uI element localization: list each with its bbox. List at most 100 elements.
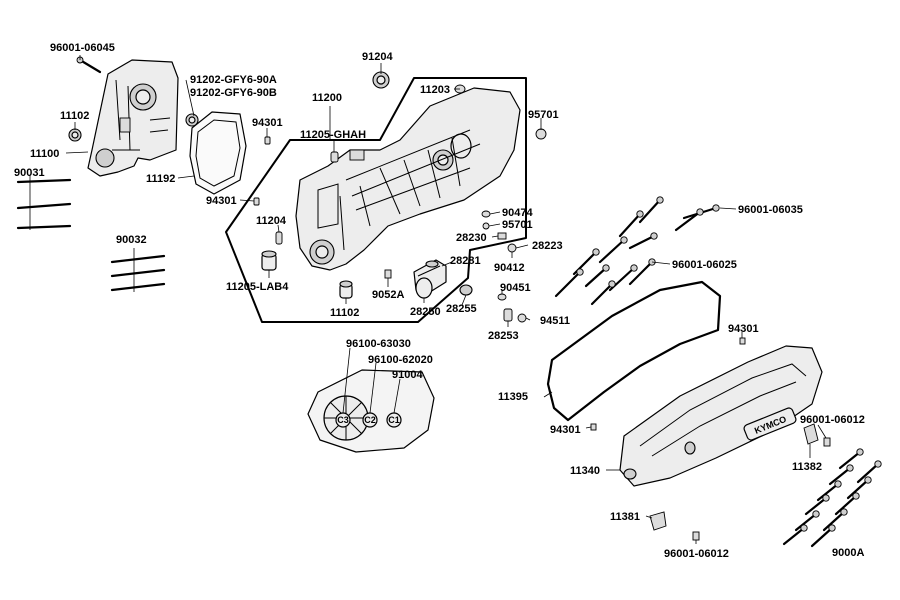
bolt-group-9000a <box>782 448 882 548</box>
callout-28230: 28230 <box>456 232 487 244</box>
pin-11204 <box>275 231 283 245</box>
callout-11100: 11100 <box>30 148 59 160</box>
callout-9000a: 9000A <box>832 547 864 559</box>
callout-11395: 11395 <box>498 391 528 403</box>
bolt-9000a <box>846 476 872 500</box>
callout-11382: 11382 <box>792 461 822 473</box>
bolt-96001-06012-a <box>823 437 831 447</box>
callout-90451: 90451 <box>500 282 531 294</box>
dowel-94301-d <box>590 423 597 431</box>
bracket-11382 <box>803 423 819 445</box>
callout-11203: 11203 <box>420 84 450 96</box>
callout-90474: 90474 <box>502 207 533 219</box>
callout-11204: 11204 <box>256 215 287 227</box>
callout-91004: 91004 <box>392 369 423 381</box>
bushing-11205-lab4 <box>261 250 277 271</box>
bolt-group-96001-06025 <box>554 232 658 306</box>
pin-28253 <box>503 308 513 322</box>
stud-bolts-90032 <box>110 254 166 292</box>
bolt-9000a <box>810 524 836 548</box>
bolt-06035 <box>674 208 704 232</box>
washer-90451 <box>497 293 507 301</box>
bolt-06025 <box>598 236 628 264</box>
callout-28281: 28281 <box>450 255 481 267</box>
washer-90474 <box>481 210 491 218</box>
bolt-9000a <box>822 508 848 532</box>
bolt-96001-06012-b <box>692 531 700 541</box>
callout-96001-06045: 96001-06045 <box>50 42 115 54</box>
callout-95701-upper: 95701 <box>528 109 559 121</box>
bolt-06035 <box>638 196 664 224</box>
bolt-9000a <box>838 448 864 470</box>
gasket-11192 <box>189 111 247 195</box>
callout-96001-06012-a: 96001-06012 <box>800 414 865 426</box>
callout-90032: 90032 <box>116 234 147 246</box>
callout-96001-06035: 96001-06035 <box>738 204 803 216</box>
dowel-11205-ghah <box>330 151 339 163</box>
callout-91204: 91204 <box>362 51 393 63</box>
callout-9052a: 9052A <box>372 289 404 301</box>
part-28230 <box>497 232 507 240</box>
seal-28255 <box>459 284 473 296</box>
bolt-9000a <box>804 494 830 516</box>
callout-94301-b: 94301 <box>206 195 237 207</box>
callout-11381: 11381 <box>610 511 640 523</box>
callout-28253: 28253 <box>488 330 519 342</box>
callout-11102-upper: 11102 <box>60 110 89 122</box>
callout-94301-c: 94301 <box>728 323 759 335</box>
bolt-06025 <box>554 268 584 298</box>
bolt-9000a <box>782 524 808 546</box>
bolt-tightening-inset: C3 C2 C1 <box>307 369 435 453</box>
left-crankcase-half <box>87 59 179 177</box>
callout-28250: 28250 <box>410 306 441 318</box>
bolt-96001-06045 <box>76 56 102 74</box>
callout-96001-06012-b: 96001-06012 <box>664 548 729 560</box>
callout-91202-gfy6-90a: 91202-GFY6-90A <box>190 74 277 86</box>
callout-91202-gfy6-90b: 91202-GFY6-90B <box>190 87 277 99</box>
callout-96100-62020: 96100-62020 <box>368 354 433 366</box>
bolt-9052a <box>384 269 392 279</box>
leader-lines <box>29 55 827 544</box>
assembly-frame-11200 <box>225 77 527 323</box>
bolt-9000a <box>834 492 860 516</box>
callout-94511: 94511 <box>540 315 570 327</box>
bolt-9000a <box>828 464 854 486</box>
clip-90412 <box>507 243 517 253</box>
gasket-11395 <box>546 280 722 422</box>
bearing-11102-lower <box>339 280 353 299</box>
callout-11102-lower: 11102 <box>330 307 359 319</box>
callout-28223: 28223 <box>532 240 563 252</box>
callout-11200: 11200 <box>312 92 342 104</box>
bolt-9000a <box>794 510 820 532</box>
dowel-94301-a <box>264 136 271 145</box>
bolt-9000a <box>856 460 882 484</box>
bolt-06025 <box>584 264 610 288</box>
callout-90031: 90031 <box>14 167 45 179</box>
bolt-06035 <box>618 210 644 238</box>
bracket-11381 <box>649 511 667 531</box>
callout-28255: 28255 <box>446 303 477 315</box>
bolt-06025 <box>590 280 616 306</box>
bolt-06025 <box>628 232 658 250</box>
kick-spring-28250 <box>415 277 433 299</box>
callout-90412: 90412 <box>494 262 525 274</box>
bolt-9000a <box>816 480 842 502</box>
callout-11340: 11340 <box>570 465 600 477</box>
right-crankcase-half <box>295 87 521 271</box>
callout-labels: 96001-06045 91202-GFY6-90A 91202-GFY6-90… <box>14 42 865 560</box>
bolt-marker-c1-label: C1 <box>388 415 400 425</box>
cap-95701-a <box>482 222 490 230</box>
dowel-94301-b <box>253 197 260 206</box>
dowel-94301-c <box>739 337 746 345</box>
callout-11205-ghah: 11205-GHAH <box>300 129 366 141</box>
callout-94301-d: 94301 <box>550 424 581 436</box>
oring-94511 <box>517 313 527 323</box>
callout-95701-lower: 95701 <box>502 219 533 231</box>
callout-11192: 11192 <box>146 173 175 185</box>
bolt-group-96001-06035 <box>618 196 720 238</box>
bolt-marker-c3-label: C3 <box>337 415 349 425</box>
callout-94301-a: 94301 <box>252 117 283 129</box>
callout-96001-06025: 96001-06025 <box>672 259 737 271</box>
bolt-marker-c2-label: C2 <box>364 415 376 425</box>
